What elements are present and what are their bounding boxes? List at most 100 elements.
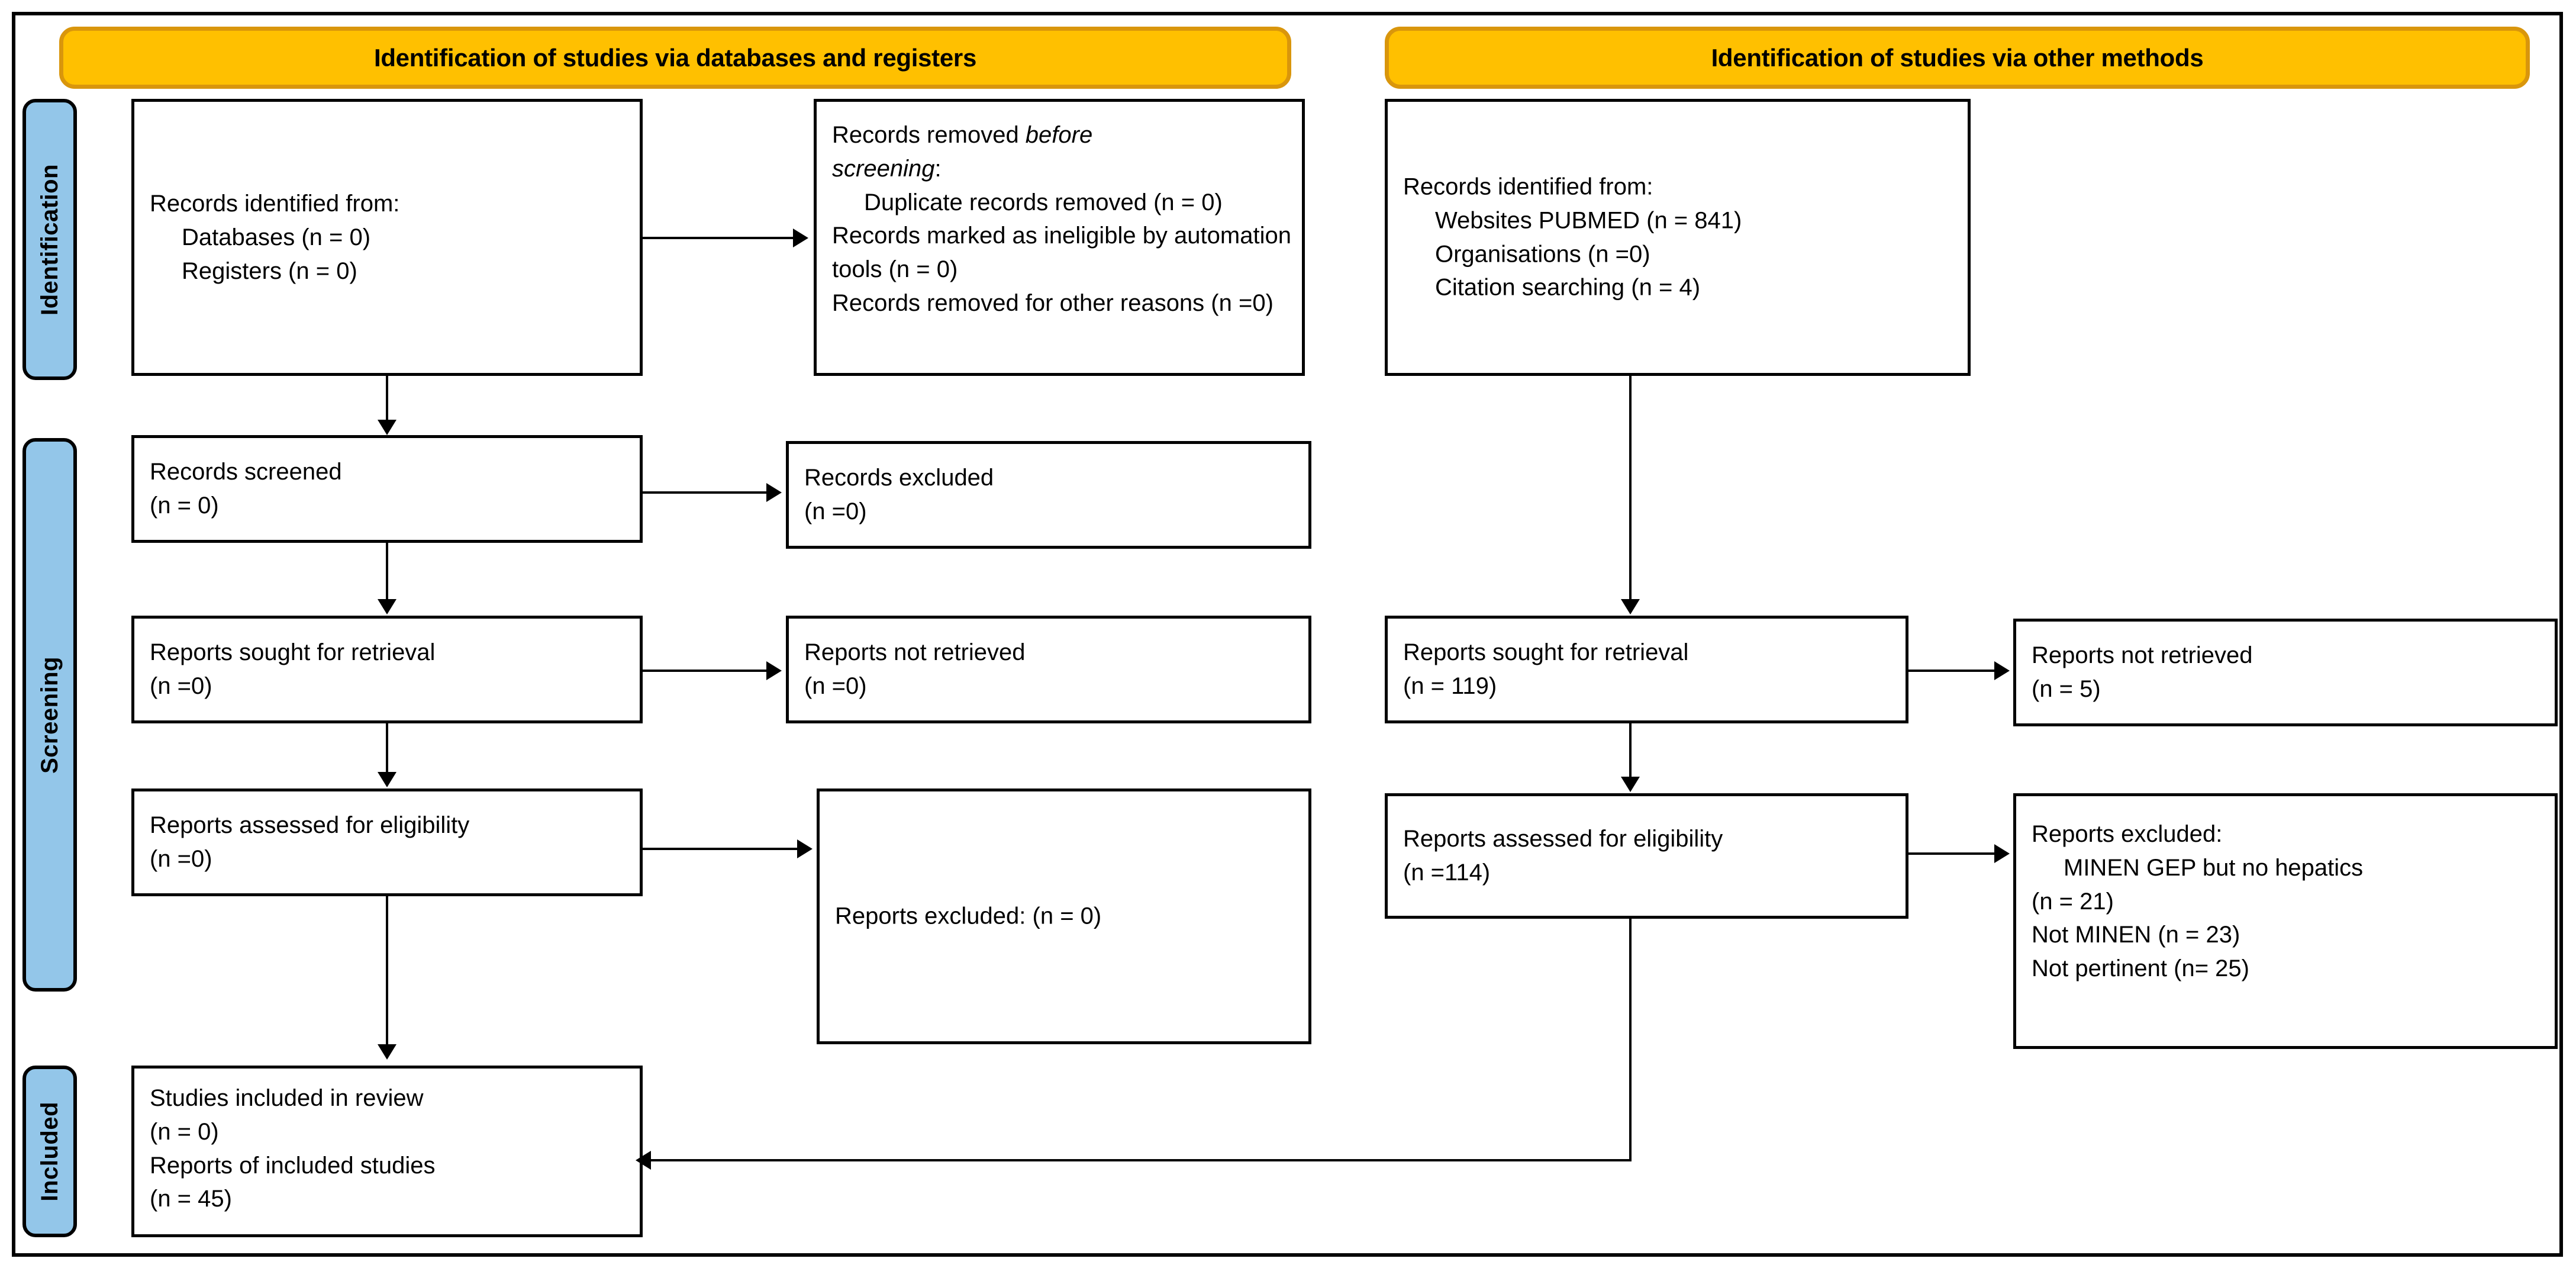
arrowhead-assessed-to-excluded-right-icon xyxy=(1994,844,2010,863)
reports-assessed-left-line2: (n =0) xyxy=(150,846,212,872)
connector-sought-to-notretrieved-left xyxy=(643,670,767,672)
box-reports-sought-left: Reports sought for retrieval (n =0) xyxy=(131,616,643,723)
box-reports-excluded-right: Reports excluded: MINEN GEP but no hepati… xyxy=(2013,793,2558,1049)
records-identified-line3: Registers (n = 0) xyxy=(182,258,357,284)
box-records-removed-before-screening: Records removed before screening: Duplicat… xyxy=(814,99,1305,376)
box-records-identified-databases-text: Records identified from: Databases (n = 0… xyxy=(150,187,631,288)
box-reports-sought-left-text: Reports sought for retrieval (n =0) xyxy=(150,636,631,703)
reports-excluded-right-line5: Not pertinent (n= 25) xyxy=(2032,955,2249,982)
box-reports-assessed-right: Reports assessed for eligibility (n =114) xyxy=(1385,793,1908,919)
connector-assessed-to-excluded-right xyxy=(1908,852,1995,855)
connector-sought-to-assessed-left xyxy=(386,723,388,774)
records-excluded-line2: (n =0) xyxy=(804,498,867,524)
connector-assessed-to-included xyxy=(386,896,388,1047)
reports-sought-left-line1: Reports sought for retrieval xyxy=(150,639,436,666)
box-reports-not-retrieved-right: Reports not retrieved (n = 5) xyxy=(2013,619,2558,726)
reports-not-retrieved-right-line1: Reports not retrieved xyxy=(2032,642,2253,669)
connector-screened-to-sought-left xyxy=(386,543,388,602)
records-identified-other-line1: Records identified from: xyxy=(1403,173,1653,200)
arrowhead-sought-to-notretrieved-right-icon xyxy=(1994,661,2010,680)
stage-tab-screening-label: Screening xyxy=(36,656,63,774)
connector-identified-other-to-sought-right xyxy=(1629,376,1632,601)
stage-tab-identification-label: Identification xyxy=(36,163,63,316)
arrowhead-identified-to-removed-icon xyxy=(793,229,808,247)
records-removed-line1: Records removed xyxy=(832,122,1026,148)
arrowhead-identified-other-to-sought-right-icon xyxy=(1621,599,1640,614)
connector-sought-to-assessed-right xyxy=(1629,723,1632,779)
box-reports-excluded-right-text: Reports excluded: MINEN GEP but no hepati… xyxy=(2032,818,2546,986)
header-bar-other-methods: Identification of studies via other meth… xyxy=(1385,27,2530,89)
box-reports-sought-right: Reports sought for retrieval (n = 119) xyxy=(1385,616,1908,723)
records-identified-other-line2: Websites PUBMED (n = 841) xyxy=(1435,207,1742,234)
reports-excluded-right-line2: MINEN GEP but no hepatics xyxy=(2064,854,2364,881)
studies-included-line4: (n = 45) xyxy=(150,1186,232,1212)
arrowhead-right-to-included-icon xyxy=(636,1151,651,1170)
arrowhead-sought-to-assessed-right-icon xyxy=(1621,777,1640,792)
reports-assessed-right-line2: (n =114) xyxy=(1403,860,1491,886)
connector-sought-to-notretrieved-right xyxy=(1908,670,1995,672)
reports-not-retrieved-left-line1: Reports not retrieved xyxy=(804,639,1026,666)
reports-assessed-right-line1: Reports assessed for eligibility xyxy=(1403,826,1723,852)
arrowhead-assessed-to-excluded-left-icon xyxy=(797,839,813,858)
connector-identified-to-screened xyxy=(386,376,388,423)
studies-included-line1: Studies included in review xyxy=(150,1085,424,1111)
arrowhead-screened-to-excluded-icon xyxy=(766,483,782,502)
reports-sought-right-line2: (n = 119) xyxy=(1403,673,1497,699)
records-identified-line2: Databases (n = 0) xyxy=(182,224,371,250)
records-removed-line5: Records removed for other reasons (n =0) xyxy=(832,289,1274,316)
reports-excluded-right-line3: (n = 21) xyxy=(2032,888,2114,915)
reports-assessed-left-line1: Reports assessed for eligibility xyxy=(150,812,470,839)
arrowhead-assessed-to-included-icon xyxy=(378,1044,396,1060)
reports-sought-left-line2: (n =0) xyxy=(150,673,212,699)
box-reports-assessed-right-text: Reports assessed for eligibility (n =114) xyxy=(1403,822,1897,890)
reports-excluded-right-line1: Reports excluded: xyxy=(2032,821,2223,847)
box-studies-included: Studies included in review (n = 0) Reports… xyxy=(131,1066,643,1237)
box-reports-excluded-left-text: Reports excluded: (n = 0) xyxy=(835,900,1300,934)
box-reports-not-retrieved-left: Reports not retrieved (n =0) xyxy=(786,616,1311,723)
reports-not-retrieved-left-line2: (n =0) xyxy=(804,673,867,699)
box-reports-assessed-left: Reports assessed for eligibility (n =0) xyxy=(131,789,643,896)
stage-tab-identification: Identification xyxy=(22,99,77,380)
records-removed-line1-italic: before xyxy=(1025,122,1093,148)
studies-included-line3: Reports of included studies xyxy=(150,1152,436,1179)
arrowhead-screened-to-sought-left-icon xyxy=(378,599,396,614)
header-label-right: Identification of studies via other meth… xyxy=(1711,43,2204,72)
box-reports-excluded-left: Reports excluded: (n = 0) xyxy=(817,789,1311,1044)
stage-tab-included-label: Included xyxy=(36,1101,63,1202)
box-reports-not-retrieved-right-text: Reports not retrieved (n = 5) xyxy=(2032,639,2546,706)
arrowhead-sought-to-assessed-left-icon xyxy=(378,772,396,787)
header-bar-databases-registers: Identification of studies via databases … xyxy=(59,27,1291,89)
box-records-excluded-text: Records excluded (n =0) xyxy=(804,461,1300,529)
records-excluded-line1: Records excluded xyxy=(804,465,994,491)
connector-identified-to-removed xyxy=(643,237,794,239)
stage-tab-included: Included xyxy=(22,1066,77,1237)
records-screened-line1: Records screened xyxy=(150,459,342,485)
arrowhead-identified-to-screened-icon xyxy=(378,420,396,435)
records-removed-line2-italic: screening xyxy=(832,155,935,182)
reports-excluded-left-line1: Reports excluded: (n = 0) xyxy=(835,903,1102,929)
records-identified-line1: Records identified from: xyxy=(150,190,400,217)
box-records-removed-text: Records removed before screening: Duplicat… xyxy=(832,118,1294,320)
reports-not-retrieved-right-line2: (n = 5) xyxy=(2032,676,2101,702)
box-records-screened-text: Records screened (n = 0) xyxy=(150,455,631,523)
connector-right-to-included-vertical xyxy=(1629,919,1632,1161)
box-reports-sought-right-text: Reports sought for retrieval (n = 119) xyxy=(1403,636,1897,703)
reports-sought-right-line1: Reports sought for retrieval xyxy=(1403,639,1689,666)
records-screened-line2: (n = 0) xyxy=(150,493,219,519)
box-records-identified-other: Records identified from: Websites PUBMED … xyxy=(1385,99,1971,376)
box-records-identified-other-text: Records identified from: Websites PUBMED … xyxy=(1403,170,1959,304)
records-removed-line4: Records marked as ineligible by automati… xyxy=(832,223,1298,283)
box-records-screened: Records screened (n = 0) xyxy=(131,435,643,543)
records-removed-line3: Duplicate records removed (n = 0) xyxy=(864,189,1223,215)
records-identified-other-line4: Citation searching (n = 4) xyxy=(1435,274,1701,301)
box-records-excluded: Records excluded (n =0) xyxy=(786,441,1311,549)
box-records-identified-databases: Records identified from: Databases (n = 0… xyxy=(131,99,643,376)
header-label-left: Identification of studies via databases … xyxy=(373,43,977,72)
studies-included-line2: (n = 0) xyxy=(150,1118,219,1145)
connector-screened-to-excluded xyxy=(643,491,767,494)
records-identified-other-line3: Organisations (n =0) xyxy=(1435,241,1650,267)
records-removed-line2-tail: : xyxy=(934,155,942,182)
box-reports-assessed-left-text: Reports assessed for eligibility (n =0) xyxy=(150,809,631,876)
stage-tab-screening: Screening xyxy=(22,438,77,992)
